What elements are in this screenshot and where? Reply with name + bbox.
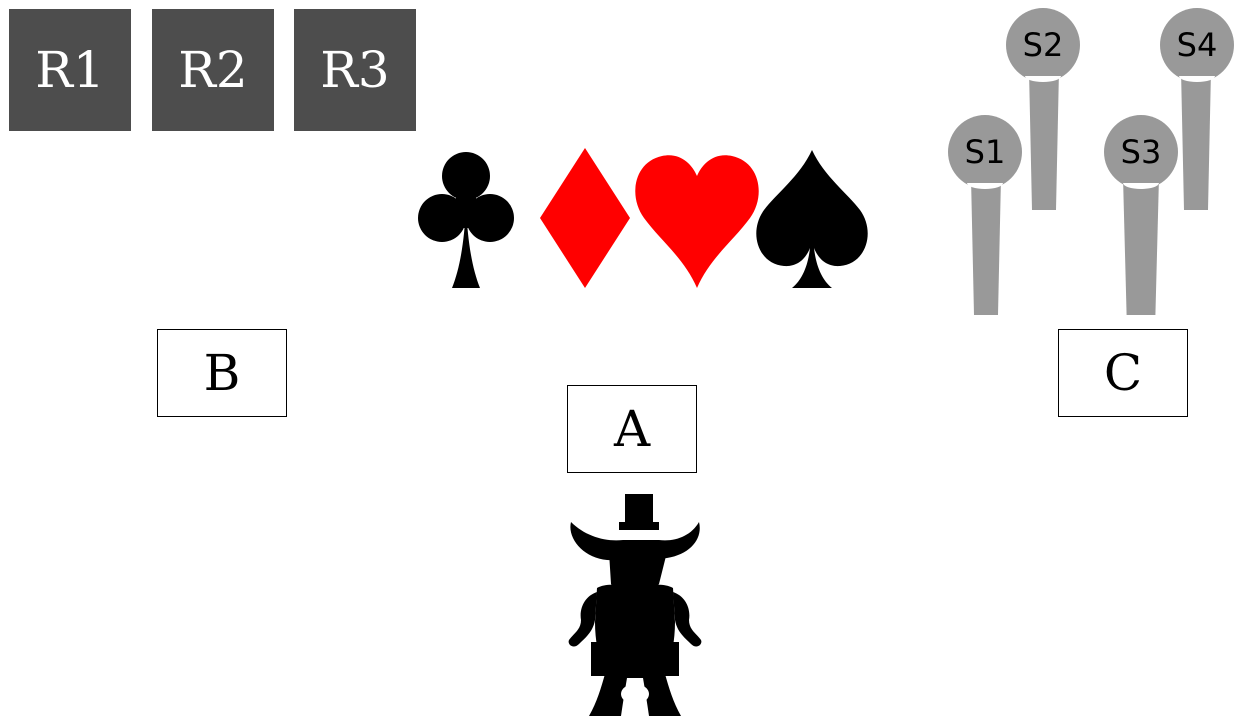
round-2-button[interactable]: R2 [152, 9, 274, 131]
cowboy-silhouette-icon [563, 492, 707, 718]
zone-b[interactable]: B [157, 329, 287, 417]
pin-s4-label: S4 [1160, 8, 1234, 82]
clubs-icon[interactable] [416, 148, 516, 290]
pin-s2[interactable]: S2 [1006, 8, 1080, 210]
zone-a[interactable]: A [567, 385, 697, 473]
round-1-button[interactable]: R1 [9, 9, 131, 131]
pin-s2-label: S2 [1006, 8, 1080, 82]
pin-s4[interactable]: S4 [1160, 8, 1234, 210]
spades-icon[interactable] [754, 148, 870, 290]
diamonds-icon[interactable] [538, 148, 632, 290]
card-suits [416, 148, 876, 292]
zone-c[interactable]: C [1058, 329, 1188, 417]
round-3-button[interactable]: R3 [294, 9, 416, 131]
hearts-icon[interactable] [632, 148, 762, 290]
